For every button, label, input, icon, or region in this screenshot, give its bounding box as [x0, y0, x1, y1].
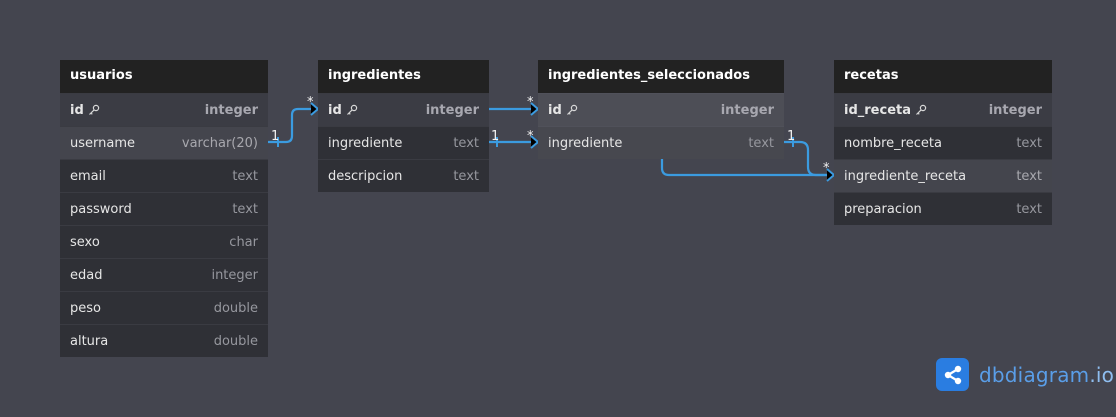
column-type: text: [232, 168, 258, 184]
brand-name: dbdiagram.io: [979, 363, 1114, 387]
column-name: email: [70, 168, 106, 184]
share-icon: [936, 358, 969, 391]
table-row[interactable]: altura double: [60, 324, 268, 357]
column-name: preparacion: [844, 201, 922, 217]
column-type: integer: [720, 102, 774, 118]
key-icon: [915, 104, 927, 116]
relation-usuarios-ingredientes: [266, 107, 320, 144]
table-header[interactable]: recetas: [834, 60, 1052, 93]
column-name: edad: [70, 267, 103, 283]
column-type: text: [1016, 201, 1042, 217]
table-row[interactable]: descripcion text: [318, 159, 489, 192]
table-header[interactable]: usuarios: [60, 60, 268, 93]
relation-recetas-nombre: [782, 140, 836, 177]
table-row[interactable]: edad integer: [60, 258, 268, 291]
column-name: ingrediente_receta: [844, 168, 967, 184]
column-type: text: [232, 201, 258, 217]
cardinality-one: 1: [787, 129, 795, 144]
column-type: text: [1016, 135, 1042, 151]
column-name: id: [70, 102, 84, 118]
column-name: ingrediente: [328, 135, 403, 151]
column-type: integer: [988, 102, 1042, 118]
table-row[interactable]: ingrediente text: [318, 126, 489, 159]
column-name: sexo: [70, 234, 100, 250]
column-type: char: [229, 234, 258, 250]
column-type: text: [748, 135, 774, 151]
brand-logo[interactable]: dbdiagram.io: [936, 358, 1114, 391]
column-name: username: [70, 135, 135, 151]
key-icon: [346, 104, 358, 116]
table-row[interactable]: sexo char: [60, 225, 268, 258]
brand-tld: .io: [1089, 362, 1115, 387]
table-row[interactable]: id integer: [318, 93, 489, 126]
column-name: peso: [70, 300, 101, 316]
table-row[interactable]: id integer: [538, 93, 784, 126]
table-row[interactable]: nombre_receta text: [834, 126, 1052, 159]
table-row[interactable]: ingrediente_receta text: [834, 159, 1052, 192]
relation-seleccionados-recetas: [660, 156, 836, 177]
column-name: descripcion: [328, 168, 403, 184]
column-type: text: [1016, 168, 1042, 184]
table-ingredientes[interactable]: ingredientes id integer ingrediente text…: [318, 60, 489, 192]
column-type: text: [453, 135, 479, 151]
table-row[interactable]: ingrediente text: [538, 126, 784, 159]
cardinality-one: 1: [491, 129, 499, 144]
column-type: integer: [204, 102, 258, 118]
table-ingredientes-seleccionados[interactable]: ingredientes_seleccionados id integer in…: [538, 60, 784, 159]
column-type: double: [213, 300, 258, 316]
cardinality-many: *: [307, 95, 314, 110]
cardinality-many: *: [527, 95, 534, 110]
column-name: altura: [70, 333, 109, 349]
table-row[interactable]: peso double: [60, 291, 268, 324]
table-row[interactable]: id_receta integer: [834, 93, 1052, 126]
column-name: ingrediente: [548, 135, 623, 151]
column-name: nombre_receta: [844, 135, 942, 151]
table-header[interactable]: ingredientes: [318, 60, 489, 93]
key-icon: [88, 104, 100, 116]
column-name: password: [70, 201, 132, 217]
cardinality-many: *: [527, 129, 534, 144]
table-row[interactable]: preparacion text: [834, 192, 1052, 225]
cardinality-many: *: [823, 161, 830, 176]
column-name: id: [548, 102, 562, 118]
column-name: id_receta: [844, 102, 911, 118]
column-name: id: [328, 102, 342, 118]
table-row[interactable]: password text: [60, 192, 268, 225]
column-type: integer: [425, 102, 479, 118]
table-row[interactable]: id integer: [60, 93, 268, 126]
column-type: text: [453, 168, 479, 184]
column-type: varchar(20): [181, 135, 258, 151]
table-row[interactable]: email text: [60, 159, 268, 192]
brand-name-text: dbdiagram: [979, 362, 1090, 387]
table-header[interactable]: ingredientes_seleccionados: [538, 60, 784, 93]
table-usuarios[interactable]: usuarios id integer username varchar(20)…: [60, 60, 268, 357]
column-type: integer: [211, 267, 258, 283]
table-row[interactable]: username varchar(20): [60, 126, 268, 159]
cardinality-one: 1: [271, 129, 279, 144]
table-recetas[interactable]: recetas id_receta integer nombre_receta …: [834, 60, 1052, 225]
key-icon: [566, 104, 578, 116]
column-type: double: [213, 333, 258, 349]
